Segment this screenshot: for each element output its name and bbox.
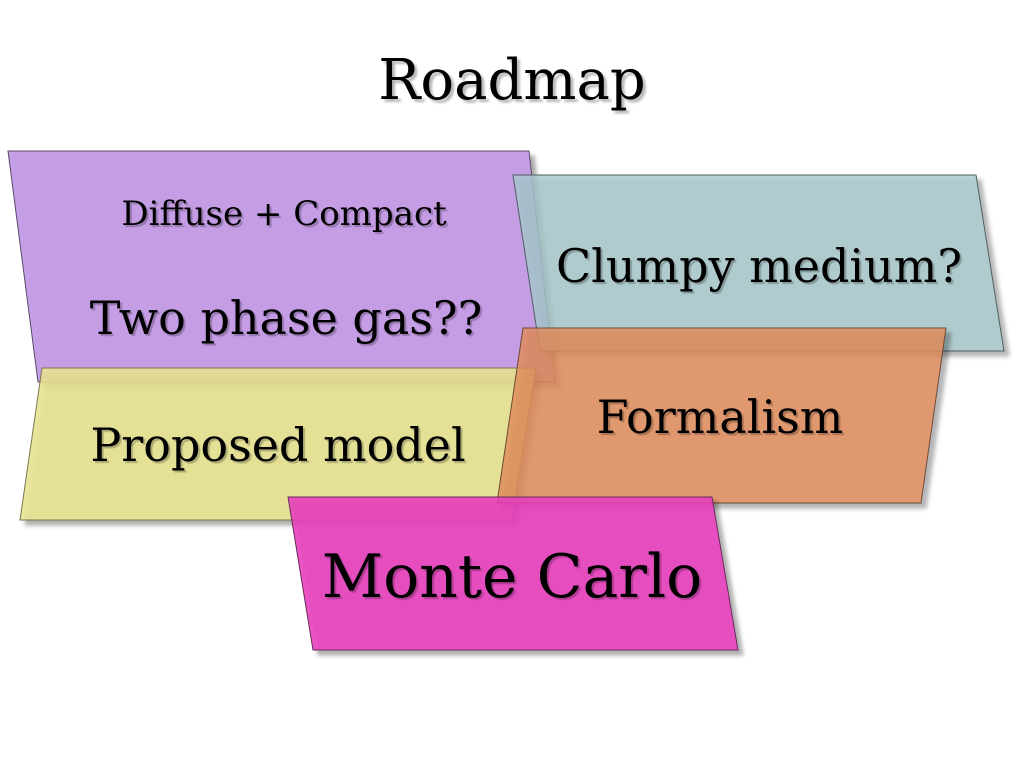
clumpy-medium-label: Clumpy medium? — [555, 239, 963, 293]
diffuse-compact-label: Diffuse + Compact — [121, 194, 447, 234]
diffuse-compact-box — [7, 150, 556, 383]
proposed-model-label: Proposed model — [90, 418, 466, 472]
monte-carlo-box — [287, 496, 739, 651]
monte-carlo-label: Monte Carlo — [321, 542, 703, 612]
clumpy-medium-box — [512, 174, 1005, 352]
formalism-label: Formalism — [596, 390, 844, 444]
slide-title: Roadmap — [378, 48, 646, 113]
formalism-box — [496, 327, 947, 504]
two-phase-gas-label: Two phase gas?? — [89, 291, 483, 345]
